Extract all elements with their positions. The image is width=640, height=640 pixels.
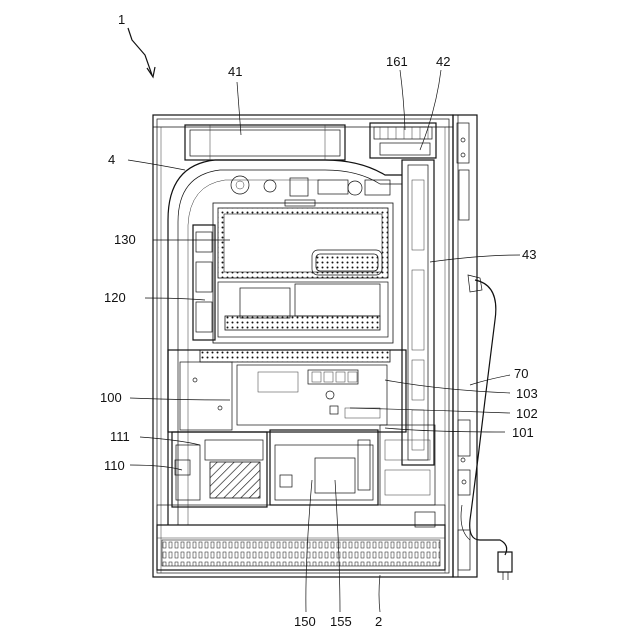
component-41	[185, 125, 345, 160]
label-arrow-1	[128, 28, 155, 77]
board-120	[193, 225, 215, 340]
base-2	[157, 505, 445, 570]
label-43: 43	[522, 247, 536, 262]
label-70: 70	[514, 366, 528, 381]
label-161: 161	[386, 54, 408, 69]
label-103: 103	[516, 386, 538, 401]
label-120: 120	[104, 290, 126, 305]
label-1: 1	[118, 12, 125, 27]
label-110: 110	[104, 458, 125, 473]
unit-150	[270, 430, 378, 505]
power-cord-70	[461, 275, 512, 580]
side-panel	[453, 115, 477, 577]
label-2: 2	[375, 614, 382, 629]
terminal-block-161	[370, 123, 436, 158]
label-150: 150	[294, 614, 316, 629]
vertical-channel-42	[402, 160, 434, 465]
label-102: 102	[516, 406, 538, 421]
fan-assemblies	[231, 176, 390, 196]
label-130: 130	[114, 232, 136, 247]
board-100	[168, 350, 406, 432]
label-42: 42	[436, 54, 450, 69]
label-111: 111	[110, 429, 130, 444]
label-101: 101	[512, 425, 534, 440]
board-130	[213, 200, 393, 343]
label-41: 41	[228, 64, 242, 79]
unit-110	[172, 432, 267, 507]
label-155: 155	[330, 614, 352, 629]
label-4: 4	[108, 152, 115, 167]
label-100: 100	[100, 390, 122, 405]
unit-101	[380, 425, 435, 527]
